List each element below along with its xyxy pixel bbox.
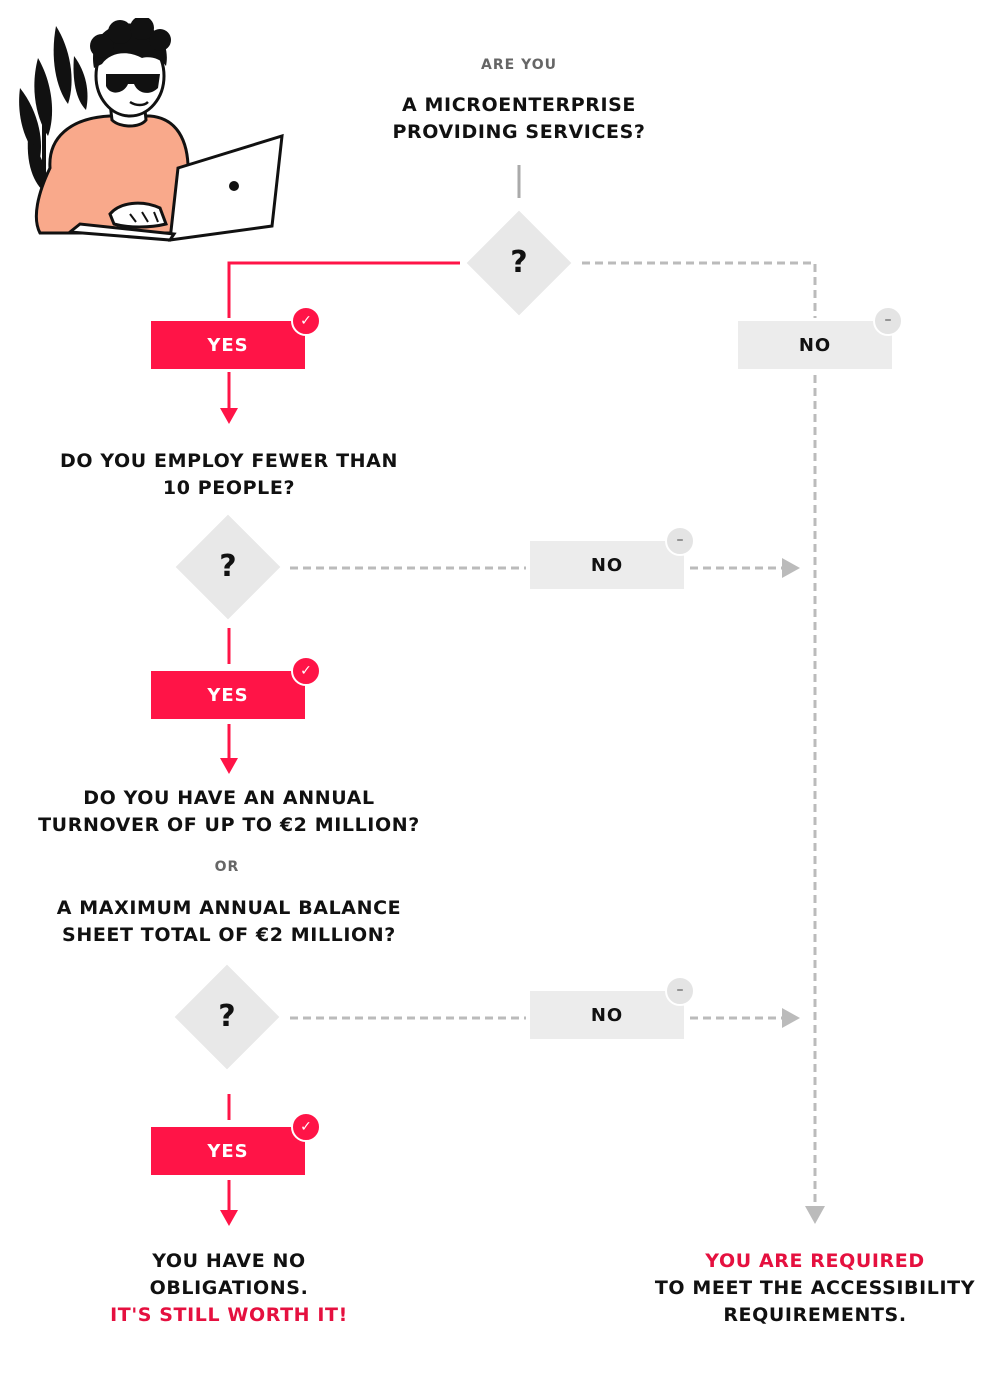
result-required-line2: TO MEET THE ACCESSIBILITY REQUIREMENTS. bbox=[654, 1277, 976, 1326]
connector-yes-1 bbox=[227, 261, 460, 318]
step1-check-icon: ✓ bbox=[291, 306, 321, 336]
result-still-worth-it: IT'S STILL WORTH IT! bbox=[110, 1304, 348, 1326]
step2-minus-icon: – bbox=[665, 526, 695, 556]
step3-decision-symbol: ? bbox=[218, 999, 236, 1034]
step3-minus-icon: – bbox=[665, 976, 695, 1006]
person-laptop-illustration bbox=[19, 18, 284, 242]
arrowhead-no-2 bbox=[782, 558, 800, 578]
step2-check-icon: ✓ bbox=[291, 656, 321, 686]
arrowhead-yes-1 bbox=[220, 408, 238, 424]
step1-decision-symbol: ? bbox=[510, 245, 528, 280]
arrowhead-no-main bbox=[805, 1206, 825, 1224]
result-no-obligations-line1: YOU HAVE NO OBLIGATIONS. bbox=[149, 1250, 309, 1299]
step2-yes-box: YES bbox=[151, 671, 305, 719]
result-no-obligations: YOU HAVE NO OBLIGATIONS. IT'S STILL WORT… bbox=[84, 1248, 374, 1329]
step3-question-b: A MAXIMUM ANNUAL BALANCE SHEET TOTAL OF … bbox=[56, 897, 402, 946]
step1-no-box: NO bbox=[738, 321, 892, 369]
step1-yes-box: YES bbox=[151, 321, 305, 369]
step1-question: A MICROENTERPRISE PROVIDING SERVICES? bbox=[392, 94, 646, 143]
step1-pre-label: ARE YOU bbox=[481, 57, 557, 73]
connector-no-1 bbox=[582, 261, 817, 318]
arrowhead-yes-2 bbox=[220, 758, 238, 774]
step3-question-a: DO YOU HAVE AN ANNUAL TURNOVER OF UP TO … bbox=[38, 787, 420, 836]
step2-decision-symbol: ? bbox=[219, 549, 237, 584]
step2-question: DO YOU EMPLOY FEWER THAN 10 PEOPLE? bbox=[60, 450, 398, 499]
arrowhead-no-3 bbox=[782, 1008, 800, 1028]
arrowhead-yes-3 bbox=[220, 1210, 238, 1226]
step3-or-label: OR bbox=[214, 859, 240, 875]
result-required: YOU ARE REQUIRED TO MEET THE ACCESSIBILI… bbox=[645, 1248, 985, 1329]
step3-yes-box: YES bbox=[151, 1127, 305, 1175]
step3-no-box: NO bbox=[530, 991, 684, 1039]
step3-check-icon: ✓ bbox=[291, 1112, 321, 1142]
result-required-line1: YOU ARE REQUIRED bbox=[705, 1250, 925, 1272]
step1-minus-icon: – bbox=[873, 306, 903, 336]
step2-no-box: NO bbox=[530, 541, 684, 589]
